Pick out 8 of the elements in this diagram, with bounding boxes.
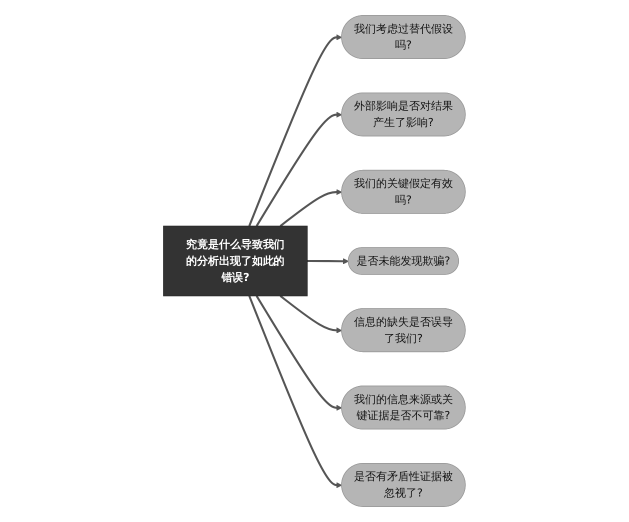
arrow xyxy=(248,296,342,488)
arrow xyxy=(256,295,342,411)
arrow xyxy=(307,258,349,264)
node-box: 究竟是什么导致我们的分析出现了如此的错误? xyxy=(163,226,308,296)
arrow xyxy=(280,189,342,227)
arrow xyxy=(256,112,342,227)
arrow xyxy=(248,34,342,226)
arrow xyxy=(280,295,342,334)
